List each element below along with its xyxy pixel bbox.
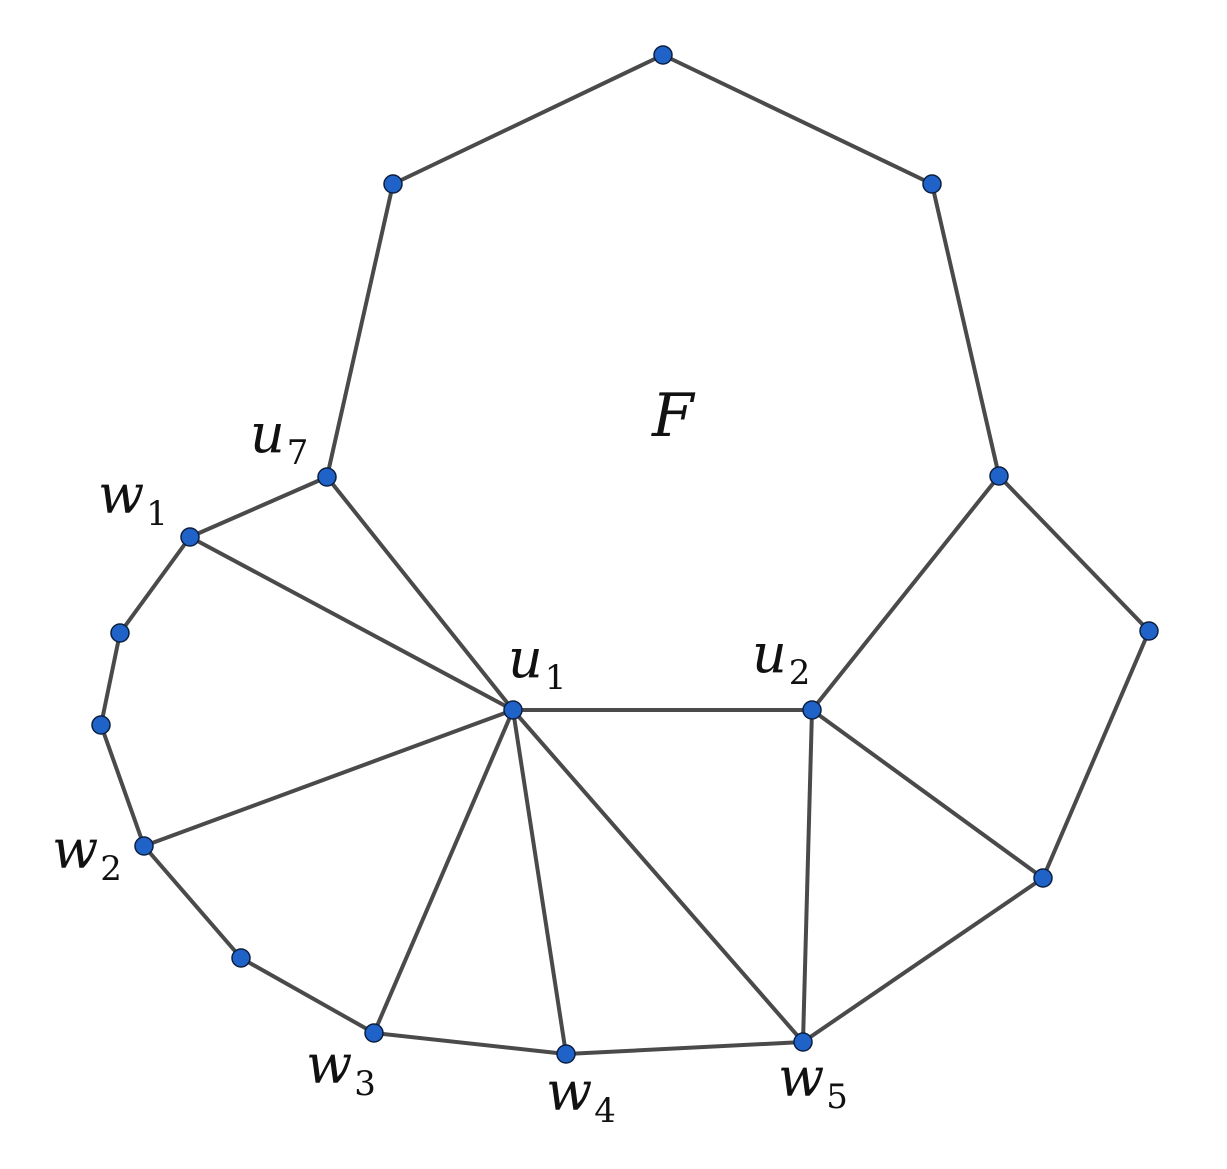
edge-w2-u1 [142, 708, 515, 848]
vertex-c [989, 466, 1009, 486]
edge-a-u7 [325, 182, 395, 479]
vertex-top [653, 45, 673, 65]
vertex-w5 [793, 1032, 813, 1052]
edge-f-w2 [99, 723, 146, 848]
edges [99, 53, 1151, 1056]
vertex-f [91, 715, 111, 735]
label-w2: w2 [52, 818, 122, 889]
label-u2: u2 [752, 622, 810, 693]
edge-g-w5 [801, 876, 1045, 1044]
edge-u7-w1 [188, 475, 329, 539]
edge-e-g [1041, 629, 1151, 880]
vertex-e [1139, 621, 1159, 641]
edge-c-e [997, 474, 1151, 633]
vertices [91, 45, 1159, 1064]
vertex-w3 [364, 1023, 384, 1043]
labels: F u7 w1 u1 u2 w2 w3 w4 w5 [52, 381, 848, 1131]
vertex-u2 [802, 700, 822, 720]
edge-w5-u1 [511, 708, 805, 1044]
label-w5: w5 [778, 1046, 848, 1117]
vertex-g [1033, 868, 1053, 888]
vertex-w1 [180, 527, 200, 547]
edge-u2-w5 [801, 708, 814, 1044]
edge-w1-d [118, 535, 192, 635]
vertex-w4 [556, 1044, 576, 1064]
edge-w2-h [142, 844, 243, 960]
vertex-d [110, 623, 130, 643]
edge-d-f [99, 631, 122, 727]
vertex-a [383, 174, 403, 194]
edge-w1-u1 [188, 535, 515, 712]
edge-b-c [930, 182, 1001, 478]
vertex-b [922, 174, 942, 194]
edge-w4-u1 [511, 708, 568, 1056]
edge-u2-g [810, 708, 1045, 880]
label-u1: u1 [508, 627, 566, 698]
edge-top-b [661, 53, 934, 186]
edge-w3-u1 [372, 708, 515, 1035]
edge-w3-w4 [372, 1031, 568, 1056]
label-w4: w4 [546, 1060, 616, 1131]
edge-w4-w5 [564, 1040, 805, 1056]
edge-u7-u1 [325, 475, 515, 712]
face-label-F: F [651, 381, 696, 451]
edge-top-a [391, 53, 665, 186]
vertex-w2 [134, 836, 154, 856]
vertex-u1 [503, 700, 523, 720]
edge-h-w3 [239, 956, 376, 1035]
edge-u2-c [810, 474, 1001, 712]
label-u7: u7 [250, 402, 308, 473]
vertex-u7 [317, 467, 337, 487]
label-w1: w1 [98, 463, 168, 534]
vertex-h [231, 948, 251, 968]
label-w3: w3 [306, 1033, 376, 1104]
